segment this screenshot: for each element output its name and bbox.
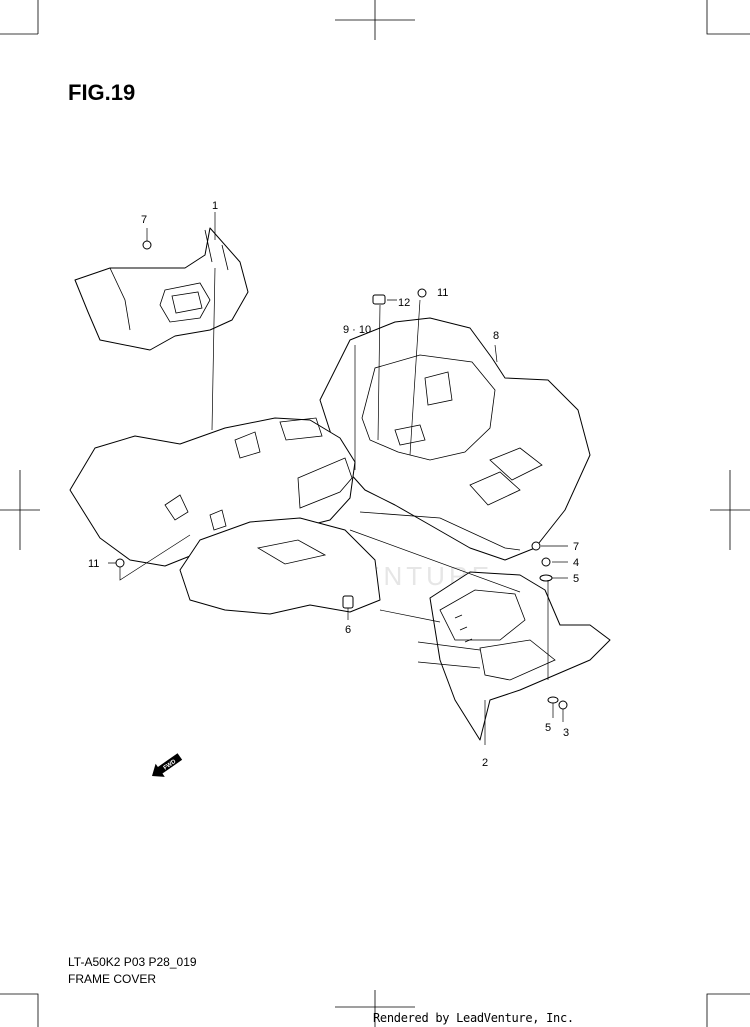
part-2-footrest [429,571,611,741]
callout-3: 3 [563,727,569,739]
diagram-name: FRAME COVER [68,972,157,986]
callout-4: 4 [573,557,579,569]
main-frame-cover [69,417,381,615]
figure-title: FIG.19 [68,80,136,105]
callout-11-left: 11 [88,558,99,570]
callout-1: 1 [212,200,218,212]
callout-6: 6 [345,624,351,636]
fwd-arrow-icon: FWD [152,753,183,777]
callout-9-10: 9 · 10 [343,324,371,336]
callout-7-right: 7 [573,541,579,553]
callout-11-top: 11 [437,287,448,299]
callout-2: 2 [482,757,488,769]
diagram-code: LT-A50K2 P03 P28_019 [68,955,197,969]
part-8-rear-fender [319,317,591,561]
callout-7-top: 7 [141,214,147,226]
callout-5-right: 5 [573,573,579,585]
hardware [115,240,568,710]
callout-8: 8 [493,330,499,342]
rendered-by-credit: Rendered by LeadVenture, Inc. [373,1011,574,1025]
part-1-inner-cover [74,227,249,351]
callout-5-bottom: 5 [545,722,551,734]
callout-labels: 1 7 12 11 9 · 10 8 11 6 7 4 5 5 3 2 [88,200,579,769]
callout-12: 12 [398,297,410,309]
leader-lines [108,212,568,745]
